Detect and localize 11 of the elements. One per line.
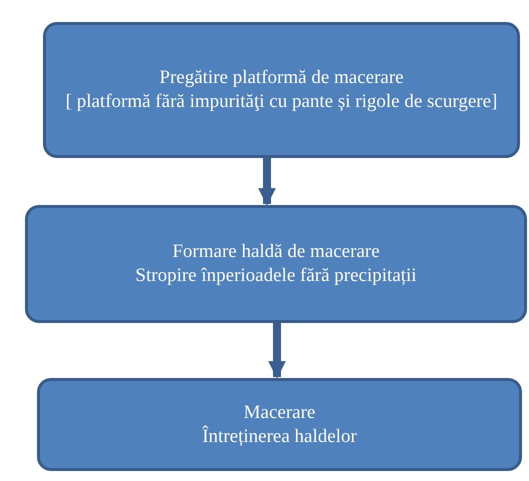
- step-title: Macerare: [244, 400, 316, 424]
- step-description: [ platformă fără impurităţi cu pante și rigole de scurgere]: [66, 90, 498, 114]
- step-title: Formare haldă de macerare: [172, 240, 380, 264]
- arrow: [258, 158, 276, 206]
- process-box: [43, 22, 520, 158]
- arrow: [268, 323, 286, 379]
- step-title: Pregătire platformă de macerare: [159, 66, 404, 90]
- process-box: [37, 378, 522, 471]
- process-box: [25, 205, 527, 323]
- step-description: Stropire înperioadele fără precipitații: [135, 264, 417, 288]
- step-description: Întreținerea haldelor: [202, 424, 357, 448]
